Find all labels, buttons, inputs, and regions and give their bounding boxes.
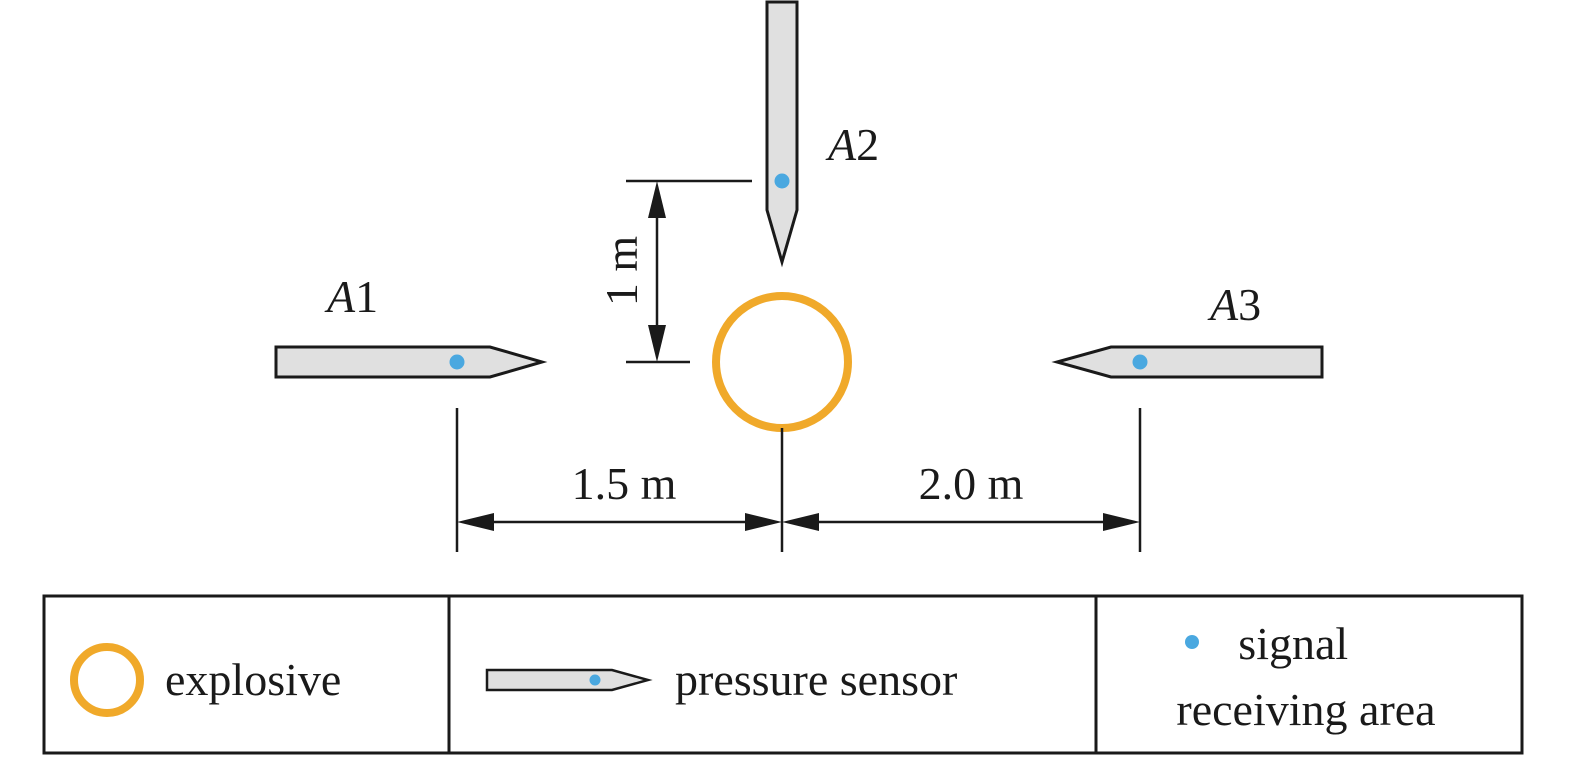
legend-pressure-sensor-label: pressure sensor	[675, 654, 957, 705]
horizontal-dimensions	[455, 408, 1142, 552]
right-dimension-label: 2.0 m	[919, 458, 1024, 509]
sensor-a2-body	[765, 0, 799, 268]
legend-explosive-label: explosive	[165, 654, 341, 705]
legend-signal-line1: signal	[1238, 618, 1348, 669]
right-dimension-arrow-left	[782, 513, 819, 531]
left-dimension-arrow-right	[745, 513, 782, 531]
sensor-a2-label: A2	[825, 119, 879, 170]
vertical-dimension-label: 1 m	[596, 236, 647, 307]
legend-pressure-sensor-icon	[485, 668, 653, 692]
legend: explosive pressure sensor signal receivi…	[42, 594, 1524, 755]
left-dimension-arrow-left	[457, 513, 494, 531]
explosive-charge	[712, 292, 852, 432]
sensor-a2-signal-point	[774, 173, 790, 189]
sensor-a3-label: A3	[1207, 279, 1261, 330]
legend-signal-line2: receiving area	[1176, 684, 1435, 735]
sensor-a3-signal-point	[1132, 354, 1148, 370]
sensor-a2-letter: A	[825, 119, 857, 170]
sensor-a1-signal-point	[449, 354, 465, 370]
left-dimension-label: 1.5 m	[572, 458, 677, 509]
sensor-a1-number: 1	[355, 271, 378, 322]
sensor-a1-body	[274, 345, 548, 379]
legend-frame	[42, 594, 1524, 755]
right-dimension-arrow-right	[1103, 513, 1140, 531]
sensor-a2-number: 2	[856, 119, 879, 170]
sensor-a1	[274, 345, 548, 379]
sensor-a1-letter: A	[324, 271, 356, 322]
vertical-dimension	[626, 179, 752, 364]
sensor-a1-label: A1	[324, 271, 378, 322]
sensor-a3	[1051, 345, 1324, 379]
legend-signal-point-icon	[1185, 635, 1199, 649]
legend-pressure-sensor-signal-point	[589, 674, 601, 686]
sensor-a3-body	[1051, 345, 1324, 379]
sensor-a3-letter: A	[1207, 279, 1239, 330]
legend-signal-label: signal receiving area	[1176, 618, 1435, 735]
vertical-dimension-arrow-up	[648, 181, 666, 218]
vertical-dimension-arrow-down	[648, 325, 666, 362]
legend-explosive-icon	[70, 643, 144, 717]
sensor-a2	[765, 0, 799, 268]
sensor-a3-number: 3	[1238, 279, 1261, 330]
